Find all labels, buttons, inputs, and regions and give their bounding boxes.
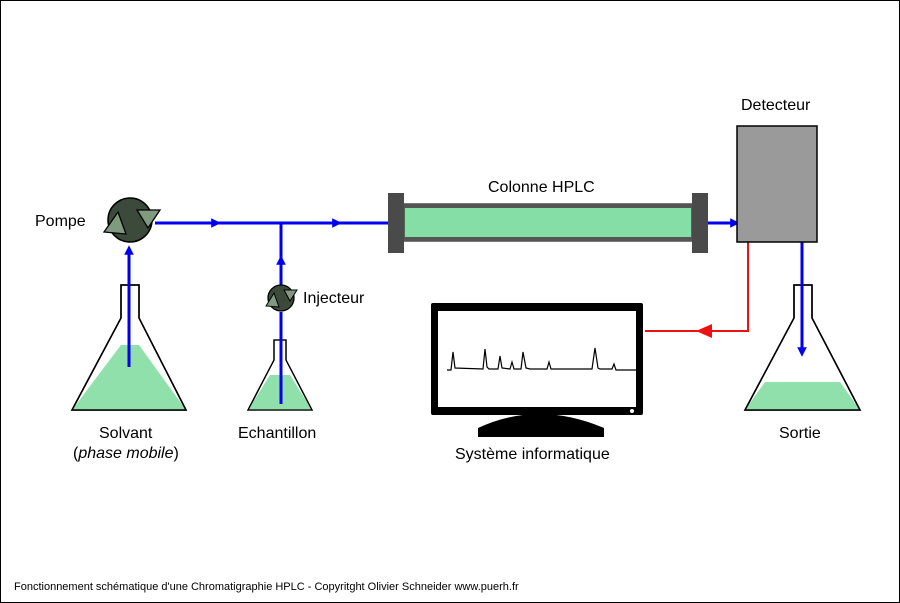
column-top-edge xyxy=(404,204,692,208)
monitor-screen xyxy=(438,311,636,407)
chromatogram-trace xyxy=(447,347,636,371)
power-led xyxy=(630,409,634,413)
computer-label: Système informatique xyxy=(455,446,610,463)
pump-arrow-left-icon xyxy=(102,210,127,235)
column-bottom-edge xyxy=(404,237,692,241)
pump-arrow-right-icon xyxy=(135,209,162,230)
signal-arrow xyxy=(696,324,712,338)
injector xyxy=(265,284,298,312)
solvent-liquid xyxy=(72,345,186,410)
hplc-column xyxy=(388,193,708,253)
detector-label: Detecteur xyxy=(741,97,811,114)
sample-label: Echantillon xyxy=(238,425,316,442)
column-right-cap xyxy=(692,193,708,253)
injector-arrow-right-icon xyxy=(283,289,298,302)
signal-line xyxy=(645,242,749,338)
detector-box xyxy=(736,125,818,243)
monitor-stand xyxy=(478,414,604,437)
column-left-cap xyxy=(388,193,404,253)
computer-monitor xyxy=(431,303,643,437)
pump-label: Pompe xyxy=(35,213,86,230)
flow-lines xyxy=(124,218,807,404)
injector-label: Injecteur xyxy=(303,290,365,307)
solvent-label: Solvant xyxy=(99,425,153,442)
output-liquid xyxy=(745,382,860,410)
injector-arrow-left-icon xyxy=(265,291,280,308)
footer-caption: Fonctionnement schématique d'une Chromat… xyxy=(14,581,519,593)
output-label: Sortie xyxy=(779,425,821,442)
column-label: Colonne HPLC xyxy=(488,179,595,196)
column-body xyxy=(403,203,693,242)
solvent-sublabel: (phase mobile) xyxy=(73,445,179,462)
pump xyxy=(102,197,162,243)
